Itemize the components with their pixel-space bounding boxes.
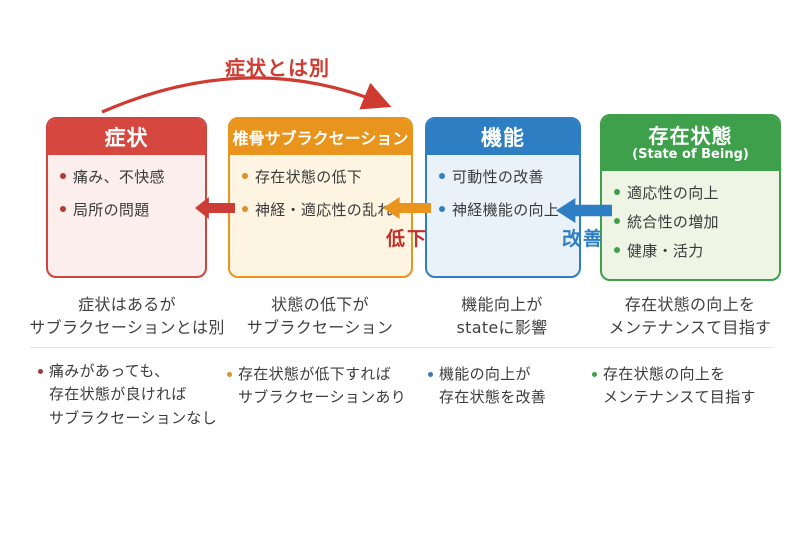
list-item: 適応性の向上 — [614, 182, 769, 203]
caption-line: サブラクセーション — [246, 318, 394, 338]
bullet-text: 神経機能の向上 — [452, 201, 560, 219]
footnote-line: サブラクセーションあり — [238, 388, 407, 407]
list-item: 可動性の改善 — [439, 166, 569, 187]
box-state-title: 存在状態 — [648, 123, 733, 148]
caption-function: 機能向上が stateに影響 — [402, 293, 602, 339]
bullet-text: 痛み、不快感 — [73, 168, 165, 186]
top-arrow-label: 症状とは別 — [225, 56, 330, 80]
box-symptoms-header: 症状 — [48, 119, 205, 155]
box-function: 機能 可動性の改善 神経機能の向上 — [425, 117, 581, 278]
bullet-dot-icon — [614, 189, 620, 195]
left-arrow-icon — [195, 197, 235, 219]
box-function-title: 機能 — [481, 126, 525, 150]
bullet-dot-icon — [614, 247, 620, 253]
caption-line: サブラクセーションとは別 — [29, 318, 225, 338]
box-subluxation-header: 椎骨サブラクセーション — [230, 119, 411, 155]
bullet-text: 局所の問題 — [73, 201, 150, 219]
bullet-dot-icon — [439, 206, 445, 212]
list-item: 健康・活力 — [614, 240, 769, 261]
bullet-text: 神経・適応性の乱れ — [255, 201, 393, 219]
footnote-function: 機能の向上が 存在状態を改善 — [428, 363, 546, 410]
bullet-text: 統合性の増加 — [627, 213, 719, 231]
bullet-text: 可動性の改善 — [452, 168, 544, 186]
box-symptoms: 症状 痛み、不快感 局所の問題 — [46, 117, 207, 278]
footnote-symptoms: 痛みがあっても、 存在状態が良ければ サブラクセーションなし — [38, 360, 217, 430]
bullet-text: 適応性の向上 — [627, 184, 719, 202]
box-subluxation-body: 存在状態の低下 神経・適応性の乱れ — [230, 155, 411, 220]
box-function-header: 機能 — [427, 119, 579, 155]
bullet-dot-icon — [242, 206, 248, 212]
list-item: 神経・適応性の乱れ — [242, 199, 401, 220]
list-item: 統合性の増加 — [614, 211, 769, 232]
footnote-line: 存在状態が良ければ — [49, 385, 187, 404]
caption-line: 症状はあるが — [78, 295, 176, 314]
box-state-of-being: 存在状態 (State of Being) 適応性の向上 統合性の増加 健康・活… — [600, 114, 781, 281]
footnote-line: 存在状態を改善 — [439, 388, 547, 407]
footnote-line: メンテナンスて目指す — [603, 388, 756, 407]
box-state-header: 存在状態 (State of Being) — [602, 116, 779, 171]
list-item: 痛み、不快感 — [60, 166, 195, 187]
box-subluxation-title: 椎骨サブラクセーション — [232, 129, 409, 148]
bullet-dot-icon — [60, 206, 66, 212]
bullet-dot-icon — [439, 173, 445, 179]
left-arrow-icon — [383, 197, 431, 219]
arrow-label-lowering: 低下 — [386, 228, 429, 250]
footnote-line: 痛みがあっても、 — [49, 362, 170, 380]
box-subluxation: 椎骨サブラクセーション 存在状態の低下 神経・適応性の乱れ — [228, 117, 413, 278]
bullet-dot-icon — [428, 372, 433, 377]
caption-line: stateに影響 — [456, 318, 548, 338]
caption-subluxation: 状態の低下が サブラクセーション — [220, 293, 420, 339]
caption-state: 存在状態の向上を メンテナンスて目指す — [590, 293, 790, 339]
bullet-dot-icon — [242, 173, 248, 179]
list-item: 神経機能の向上 — [439, 199, 569, 220]
box-symptoms-title: 症状 — [104, 126, 149, 150]
box-state-subtitle: (State of Being) — [632, 146, 749, 162]
caption-line: メンテナンスて目指す — [608, 318, 772, 338]
bullet-dot-icon — [38, 369, 43, 374]
curved-arrow-icon — [101, 76, 392, 114]
footnote-state: 存在状態の向上を メンテナンスて目指す — [592, 363, 756, 410]
list-item: 存在状態の低下 — [242, 166, 401, 187]
footnote-line: 存在状態が低下すれば — [238, 365, 392, 383]
bullet-text: 健康・活力 — [627, 242, 704, 260]
footnote-line: サブラクセーションなし — [49, 408, 218, 427]
left-arrow-icon — [556, 198, 612, 223]
box-function-body: 可動性の改善 神経機能の向上 — [427, 155, 579, 220]
bullet-dot-icon — [227, 372, 232, 377]
divider — [30, 347, 774, 348]
bullet-dot-icon — [592, 372, 597, 377]
box-state-body: 適応性の向上 統合性の増加 健康・活力 — [602, 171, 779, 261]
caption-line: 機能向上が — [461, 295, 543, 314]
box-symptoms-body: 痛み、不快感 局所の問題 — [48, 155, 205, 220]
bullet-dot-icon — [614, 218, 620, 224]
footnote-subluxation: 存在状態が低下すれば サブラクセーションあり — [227, 363, 406, 410]
caption-line: 存在状態の向上を — [624, 295, 756, 314]
footnote-line: 機能の向上が — [439, 365, 531, 383]
bullet-text: 存在状態の低下 — [255, 168, 363, 186]
footnote-line: 存在状態の向上を — [603, 365, 726, 383]
caption-line: 状態の低下が — [271, 295, 369, 314]
arrow-label-improvement: 改善 — [562, 228, 605, 250]
caption-symptoms: 症状はあるが サブラクセーションとは別 — [27, 293, 227, 339]
list-item: 局所の問題 — [60, 199, 195, 220]
bullet-dot-icon — [60, 173, 66, 179]
